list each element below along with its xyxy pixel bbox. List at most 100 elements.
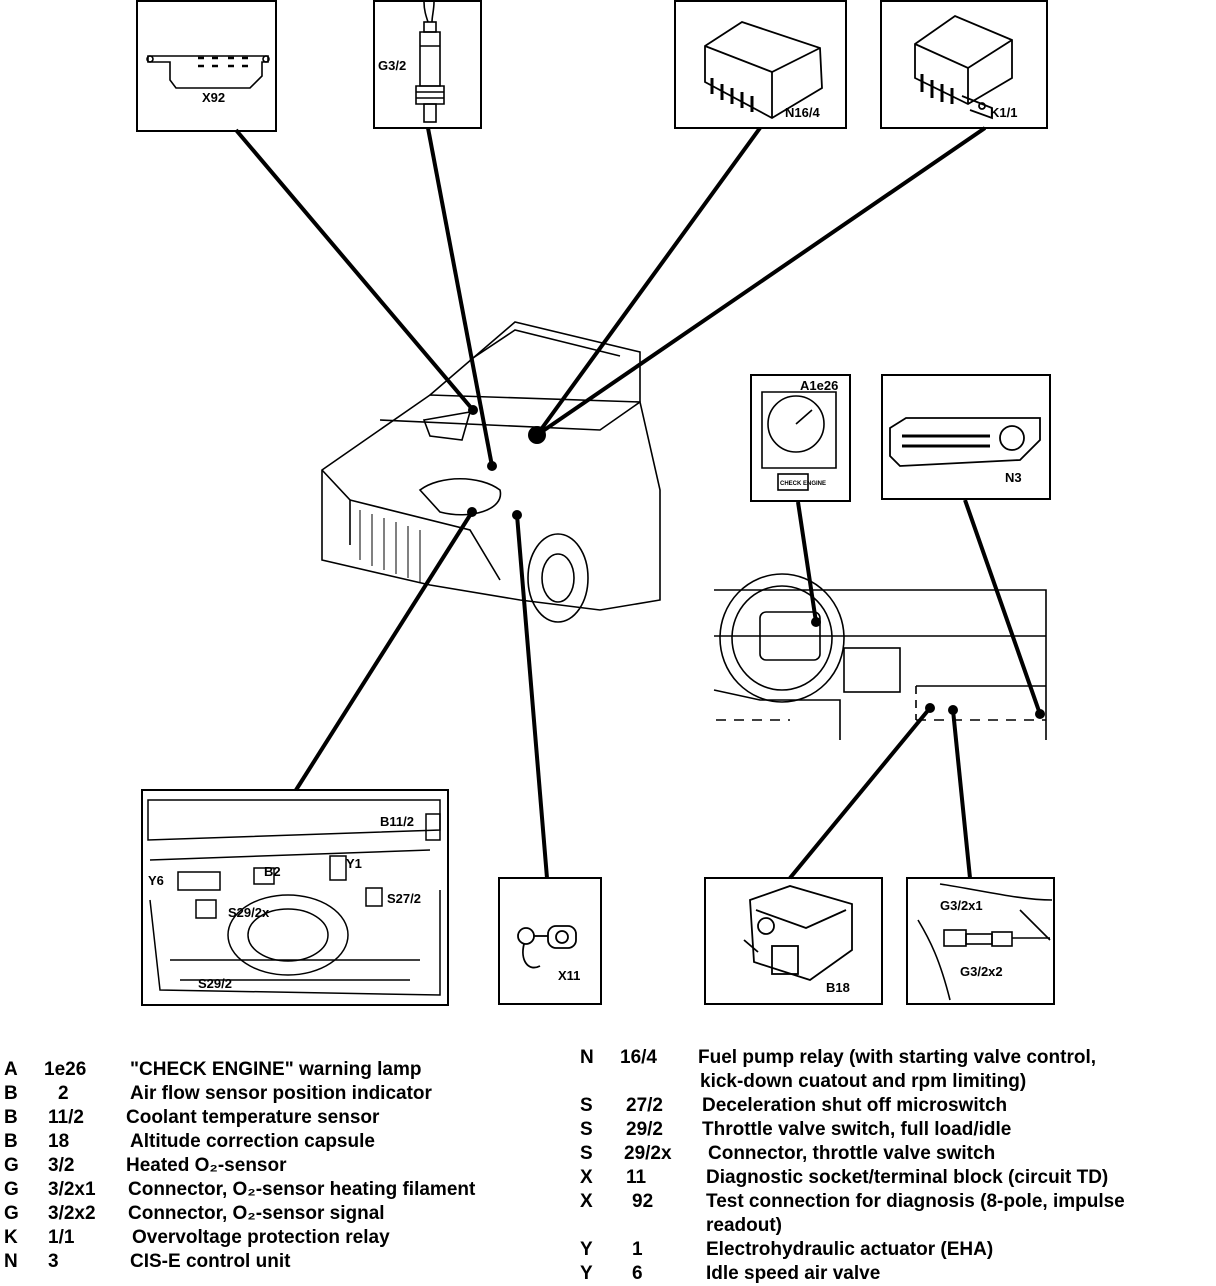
overvoltage-relay-drawing — [914, 14, 1013, 120]
legend-number: 6 — [632, 1263, 643, 1284]
legend-row: B 11/2 Coolant temperature sensor — [4, 1106, 564, 1130]
legend-description: Heated O₂-sensor — [126, 1155, 287, 1176]
label-a1e26: A1e26 — [800, 378, 838, 393]
label-n3: N3 — [1005, 470, 1022, 485]
legend-description: Connector, O₂-sensor heating filament — [128, 1179, 476, 1200]
legend-row: N 3 CIS-E control unit — [4, 1250, 564, 1274]
legend-letter: B — [4, 1107, 18, 1128]
legend-row: X 11 Diagnostic socket/terminal block (cir… — [580, 1166, 1210, 1190]
legend-number: 1/1 — [48, 1227, 75, 1248]
label-b18: B18 — [826, 980, 850, 995]
legend-row: readout) — [580, 1214, 1210, 1238]
diagnostic-socket-drawing — [517, 925, 577, 969]
legend-letter: G — [4, 1155, 19, 1176]
legend-description: Connector, O₂-sensor signal — [128, 1203, 385, 1224]
car-drawing — [321, 321, 661, 623]
label-y6: Y6 — [148, 873, 164, 888]
legend-letter: S — [580, 1095, 593, 1116]
legend-letter: B — [4, 1131, 18, 1152]
o2-sensor-drawing — [415, 1, 445, 123]
legend-letter: S — [580, 1143, 593, 1164]
legend-description: CIS-E control unit — [130, 1251, 291, 1272]
legend-description: Connector, throttle valve switch — [708, 1143, 996, 1164]
altitude-capsule-drawing — [743, 885, 853, 981]
legend-number: 1 — [632, 1239, 643, 1260]
dashboard-drawing — [713, 573, 1047, 740]
legend-description: kick-down cuatout and rpm limiting) — [700, 1071, 1027, 1092]
legend-number: 16/4 — [620, 1047, 657, 1068]
legend-number: 3/2x2 — [48, 1203, 96, 1224]
label-x92: X92 — [202, 90, 225, 105]
legend-description: Idle speed air valve — [706, 1263, 881, 1284]
legend-description: Fuel pump relay (with starting valve con… — [698, 1047, 1097, 1068]
label-k11: K1/1 — [990, 105, 1017, 120]
legend-row: N 16/4 Fuel pump relay (with starting valv… — [580, 1046, 1210, 1070]
legend-right: N 16/4 Fuel pump relay (with starting valv… — [580, 1046, 1210, 1286]
legend-description: "CHECK ENGINE" warning lamp — [130, 1059, 422, 1080]
legend-row: A 1e26 "CHECK ENGINE" warning lamp — [4, 1058, 564, 1082]
instrument-cluster-drawing — [761, 391, 837, 491]
legend-description: Air flow sensor position indicator — [130, 1083, 432, 1104]
legend-row: S 29/2 Throttle valve switch, full load/id… — [580, 1118, 1210, 1142]
legend-description: Deceleration shut off microswitch — [702, 1095, 1008, 1116]
legend-description: Altitude correction capsule — [130, 1131, 375, 1152]
legend-row: G 3/2x1 Connector, O₂-sensor heating filam… — [4, 1178, 564, 1202]
legend-row: K 1/1 Overvoltage protection relay — [4, 1226, 564, 1250]
legend-number: 3/2x1 — [48, 1179, 96, 1200]
legend-letter: X — [580, 1191, 593, 1212]
label-g32x1: G3/2x1 — [940, 898, 983, 913]
x92-connector-drawing — [146, 55, 270, 89]
leader-lines — [234, 126, 1042, 880]
legend-letter: Y — [580, 1263, 593, 1284]
legend-number: 92 — [632, 1191, 654, 1212]
label-lamp: CHECK ENGINE — [780, 481, 826, 487]
engine-bay-drawing — [147, 799, 441, 996]
legend-row: B 18 Altitude correction capsule — [4, 1130, 564, 1154]
legend-description: Test connection for diagnosis (8-pole, i… — [706, 1191, 1125, 1212]
label-s292: S29/2 — [198, 976, 232, 991]
legend-row: X 92 Test connection for diagnosis (8-pole… — [580, 1190, 1210, 1214]
label-s272: S27/2 — [387, 891, 421, 906]
legend-letter: G — [4, 1203, 19, 1224]
legend-number: 11/2 — [48, 1107, 84, 1128]
legend-row: kick-down cuatout and rpm limiting) — [580, 1070, 1210, 1094]
legend-number: 2 — [58, 1083, 69, 1104]
legend-row: Y 1 Electrohydraulic actuator (EHA) — [580, 1238, 1210, 1262]
legend-number: 11 — [626, 1167, 647, 1188]
legend-letter: N — [580, 1047, 594, 1068]
legend-description: Overvoltage protection relay — [132, 1227, 390, 1248]
label-b112: B11/2 — [380, 814, 414, 829]
legend-letter: N — [4, 1251, 18, 1272]
legend-description: Throttle valve switch, full load/idle — [702, 1119, 1012, 1140]
legend-letter: S — [580, 1119, 593, 1140]
fuel-pump-relay-drawing — [704, 21, 823, 120]
legend-letter: B — [4, 1083, 18, 1104]
legend-left: A 1e26 "CHECK ENGINE" warning lamp B 2 Air f… — [4, 1058, 564, 1274]
legend-number: 29/2 — [626, 1119, 663, 1140]
label-b2: B2 — [264, 864, 281, 879]
legend-number: 3 — [48, 1251, 59, 1272]
legend-row: G 3/2x2 Connector, O₂-sensor signal — [4, 1202, 564, 1226]
legend-letter: X — [580, 1167, 593, 1188]
control-unit-drawing — [889, 417, 1041, 467]
legend-letter: Y — [580, 1239, 593, 1260]
legend-number: 29/2x — [624, 1143, 672, 1164]
connection-dots — [467, 405, 1045, 719]
legend-description: Electrohydraulic actuator (EHA) — [706, 1239, 994, 1260]
legend-row: S 29/2x Connector, throttle valve switch — [580, 1142, 1210, 1166]
legend-letter: A — [4, 1059, 18, 1080]
callout-boxes — [136, 0, 1055, 1006]
legend-description: Diagnostic socket/terminal block (circui… — [706, 1167, 1109, 1188]
o2-connectors-drawing — [917, 883, 1053, 1001]
legend-description: readout) — [706, 1215, 782, 1236]
legend-letter: G — [4, 1179, 19, 1200]
legend-letter: K — [4, 1227, 18, 1248]
label-g32: G3/2 — [378, 58, 406, 73]
label-y1: Y1 — [346, 856, 362, 871]
legend-row: Y 6 Idle speed air valve — [580, 1262, 1210, 1286]
legend-number: 18 — [48, 1131, 70, 1152]
legend-description: Coolant temperature sensor — [126, 1107, 380, 1128]
legend-number: 1e26 — [44, 1059, 87, 1080]
label-g32x2: G3/2x2 — [960, 964, 1003, 979]
